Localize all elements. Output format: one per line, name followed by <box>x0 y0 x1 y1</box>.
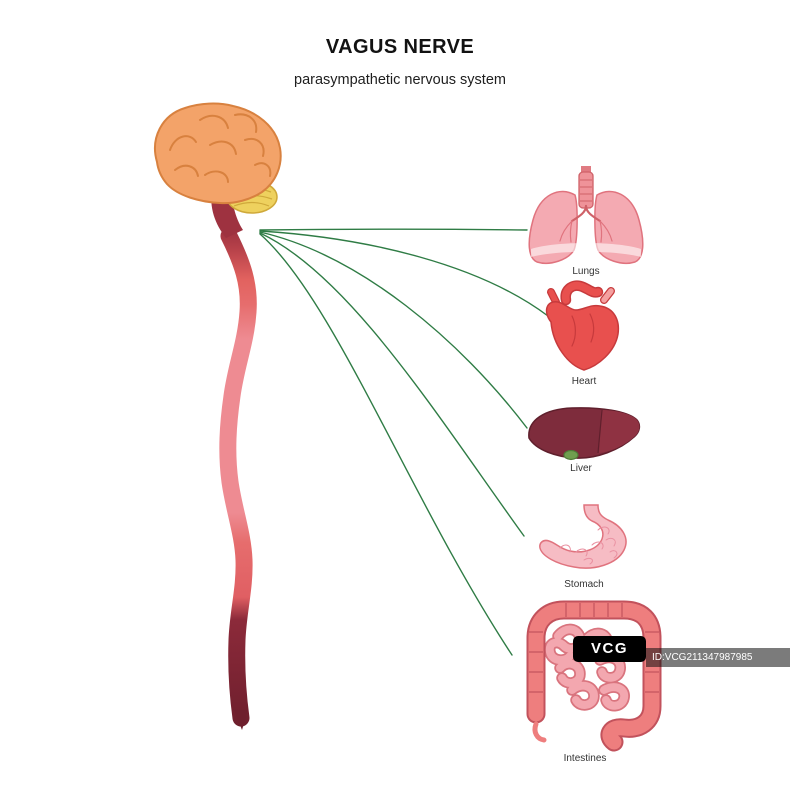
liver-illustration <box>528 407 641 461</box>
heart-illustration <box>545 280 620 371</box>
nerve-branch-liver <box>259 231 528 429</box>
vcg-watermark-logo: VCG <box>573 636 646 662</box>
liver-label: Liver <box>570 463 592 474</box>
nerve-branches <box>259 228 549 656</box>
spinal-cord-illustration <box>219 227 257 730</box>
heart-label: Heart <box>571 376 597 387</box>
nerve-branch-stomach <box>259 232 525 537</box>
poster-subtitle: parasympathetic nervous system <box>294 72 506 88</box>
nerve-branch-lungs <box>259 228 528 231</box>
gallbladder-illustration <box>563 449 579 461</box>
brain-gyri <box>169 113 272 183</box>
lungs-illustration <box>528 166 644 264</box>
intestines-illustration <box>526 600 662 752</box>
intestines-label: Intestines <box>563 753 607 764</box>
vcg-watermark-id: ID:VCG211347987985 <box>646 648 790 667</box>
brain-illustration <box>154 102 282 205</box>
spinal-cord-tip <box>234 710 248 730</box>
stomach-illustration <box>539 504 627 569</box>
appendix-illustration <box>532 721 547 743</box>
poster-title: VAGUS NERVE <box>325 36 475 58</box>
stomach-label: Stomach <box>564 579 604 590</box>
lungs-label: Lungs <box>572 266 600 277</box>
nerve-branch-heart <box>259 230 549 317</box>
nerve-branch-intestines <box>259 233 513 656</box>
